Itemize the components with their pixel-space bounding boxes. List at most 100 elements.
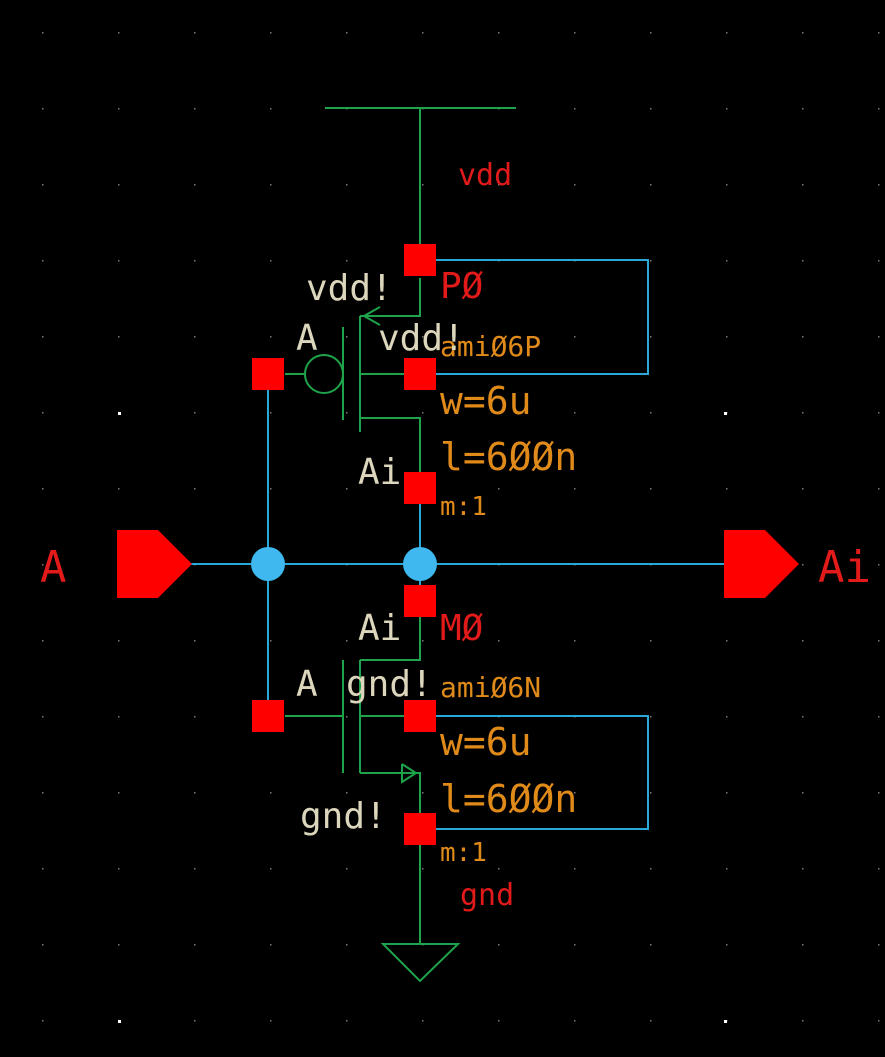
- pmos-model-label: amiØ6P: [440, 330, 541, 363]
- grid-dot: [498, 1020, 500, 1022]
- grid-dot: [726, 184, 728, 186]
- grid-dot: [574, 336, 576, 338]
- grid-dot: [194, 336, 196, 338]
- grid-dot: [346, 1020, 348, 1022]
- grid-dot: [422, 184, 424, 186]
- grid-dot: [270, 944, 272, 946]
- grid-dot: [118, 792, 120, 794]
- nmos-ground-term-label: gnd!: [300, 796, 387, 837]
- grid-dot: [878, 944, 880, 946]
- grid-dot: [422, 32, 424, 34]
- grid-dot: [650, 792, 652, 794]
- grid-dot: [118, 944, 120, 946]
- pmos-supply-term-label: vdd!: [306, 268, 393, 309]
- nmos-multiplier-label: m:1: [440, 838, 487, 868]
- nmos-source-lead: [360, 772, 421, 813]
- grid-dot: [194, 640, 196, 642]
- nmos-source-terminal[interactable]: [404, 813, 436, 845]
- grid-dot: [42, 792, 44, 794]
- grid-dot: [270, 640, 272, 642]
- grid-dot: [422, 640, 424, 642]
- nmos-bulk-terminal[interactable]: [404, 700, 436, 732]
- nmos-gate-terminal[interactable]: [252, 700, 284, 732]
- pmos-transistor[interactable]: [285, 278, 421, 472]
- grid-dot: [346, 260, 348, 262]
- ground-net-label: gnd: [460, 878, 514, 913]
- pmos-gate-term-label: A: [296, 318, 318, 359]
- grid-dot: [422, 336, 424, 338]
- grid-dot: [194, 184, 196, 186]
- grid-dot: [802, 868, 804, 870]
- grid-dot: [194, 792, 196, 794]
- grid-dot: [346, 868, 348, 870]
- grid-dot: [650, 184, 652, 186]
- grid-dot: [42, 32, 44, 34]
- grid-dot: [802, 792, 804, 794]
- grid-dot: [42, 260, 44, 262]
- grid-dot: [878, 564, 880, 566]
- grid-dot: [726, 792, 728, 794]
- grid-dot: [802, 488, 804, 490]
- grid-dot: [650, 260, 652, 262]
- grid-dot: [42, 336, 44, 338]
- grid-dot: [650, 32, 652, 34]
- grid-dot: [270, 336, 272, 338]
- ground-symbol[interactable]: [380, 829, 461, 983]
- grid-dot: [802, 564, 804, 566]
- grid-dot: [726, 488, 728, 490]
- grid-dot: [194, 716, 196, 718]
- grid-dot: [422, 792, 424, 794]
- grid-dot: [650, 336, 652, 338]
- grid-dot: [802, 184, 804, 186]
- grid-dot: [498, 944, 500, 946]
- grid-dot: [650, 640, 652, 642]
- pmos-bulk-terminal[interactable]: [404, 358, 436, 390]
- ground-triangle-icon: [380, 943, 461, 983]
- grid-dot: [650, 716, 652, 718]
- grid-dot: [574, 32, 576, 34]
- grid-dot: [270, 184, 272, 186]
- grid-dot: [878, 716, 880, 718]
- pmos-bulk-tie-wire[interactable]: [420, 259, 649, 375]
- grid-dot: [574, 640, 576, 642]
- grid-dot: [878, 640, 880, 642]
- grid-dot: [42, 640, 44, 642]
- grid-dot: [498, 32, 500, 34]
- pmos-drain-terminal[interactable]: [404, 472, 436, 504]
- pmos-source-terminal[interactable]: [404, 244, 436, 276]
- supply-symbol[interactable]: [325, 107, 516, 260]
- grid-dot-major: [724, 1020, 727, 1023]
- grid-dot: [802, 336, 804, 338]
- nmos-bulk-tie-wire[interactable]: [420, 715, 649, 830]
- grid-dot: [498, 792, 500, 794]
- grid-dot: [726, 260, 728, 262]
- grid-dot: [118, 868, 120, 870]
- grid-dot-major: [118, 412, 121, 415]
- grid-dot: [194, 32, 196, 34]
- pmos-width-label: w=6u: [440, 379, 532, 423]
- nmos-width-label: w=6u: [440, 720, 532, 764]
- grid-dot: [498, 184, 500, 186]
- grid-dot: [878, 108, 880, 110]
- nmos-transistor[interactable]: [285, 616, 421, 813]
- grid-dot: [346, 488, 348, 490]
- grid-dot: [194, 260, 196, 262]
- pmos-drain-term-label: Ai: [358, 452, 401, 493]
- pmos-length-label: l=6ØØn: [440, 435, 577, 479]
- nmos-drain-terminal[interactable]: [404, 585, 436, 617]
- grid-dot: [346, 412, 348, 414]
- input-pin-arrow-icon[interactable]: [117, 530, 192, 598]
- output-pin-arrow-icon[interactable]: [724, 530, 799, 598]
- grid-dot: [574, 108, 576, 110]
- grid-dot: [42, 412, 44, 414]
- grid-dot: [194, 108, 196, 110]
- grid-dot: [346, 640, 348, 642]
- grid-dot: [878, 32, 880, 34]
- grid-dot: [726, 716, 728, 718]
- pmos-gate-terminal[interactable]: [252, 358, 284, 390]
- grid-dot: [498, 868, 500, 870]
- grid-dot: [270, 792, 272, 794]
- grid-dot: [650, 944, 652, 946]
- grid-dot: [574, 412, 576, 414]
